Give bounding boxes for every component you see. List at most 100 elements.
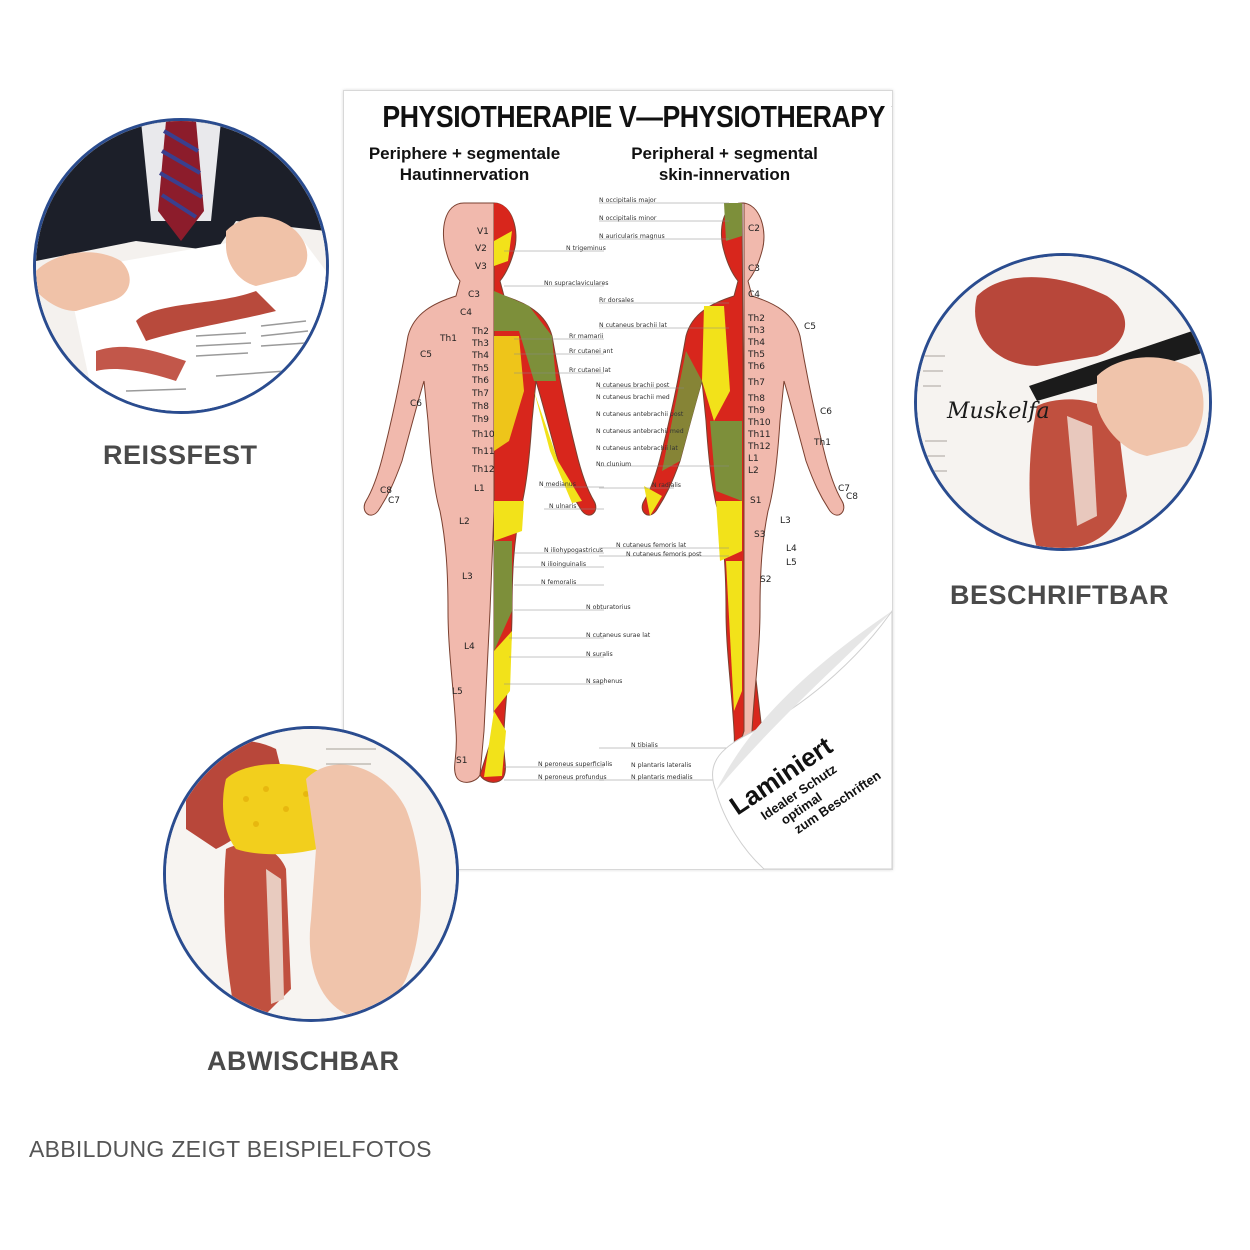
derm-label: C7: [388, 496, 400, 506]
wipe-photo-illustration: [166, 729, 456, 1019]
derm-label: V2: [475, 244, 487, 254]
nerve-label: N tibialis: [631, 742, 658, 749]
feature-label-reissfest: REISSFEST: [103, 440, 258, 470]
derm-label: C6: [410, 399, 422, 409]
nerve-label: N obturatorius: [586, 604, 631, 611]
derm-label: Th12: [471, 465, 495, 475]
nerve-label: N auricularis magnus: [599, 233, 665, 240]
derm-label: C8: [846, 492, 858, 502]
nerve-label: N cutaneus femoris lat: [616, 542, 687, 549]
derm-label: Th7: [747, 378, 765, 388]
derm-label: L3: [462, 572, 473, 582]
example-photos-caption: ABBILDUNG ZEIGT BEISPIELFOTOS: [29, 1136, 432, 1162]
nerve-label: Rr cutanei lat: [569, 367, 611, 374]
derm-label: Th12: [747, 442, 771, 452]
nerve-label: N cutaneus antebrachii post: [596, 411, 684, 418]
tear-resistant-photo: [33, 118, 329, 414]
nerve-label: Rr mamarii: [569, 333, 604, 340]
derm-label: Th4: [747, 338, 765, 348]
nerve-label: Rr cutanei ant: [569, 348, 613, 355]
nerve-label: N radialis: [652, 482, 681, 489]
derm-label: C3: [468, 290, 480, 300]
derm-label: C6: [820, 407, 832, 417]
derm-label: Th6: [747, 362, 765, 372]
wipeable-photo: [163, 726, 459, 1022]
derm-label: C2: [748, 224, 760, 234]
front-dermatome-labels: V1 V2 V3 C3 C4 Th2 Th3 Th4 Th5 Th6 Th7 T…: [380, 227, 495, 766]
derm-label: V1: [477, 227, 489, 237]
derm-label: Th6: [471, 376, 489, 386]
derm-label: Th7: [471, 389, 489, 399]
derm-label: C7: [838, 484, 850, 494]
nerve-label: N cutaneus brachii med: [596, 394, 670, 401]
derm-label: Th11: [747, 430, 771, 440]
back-body-figure: [641, 202, 845, 783]
derm-label: Th5: [471, 364, 489, 374]
nerve-label: N cutaneus antebrachii med: [596, 428, 684, 435]
derm-label: Th3: [471, 339, 489, 349]
nerve-label: Nn clunium: [596, 461, 631, 468]
derm-label: L5: [452, 687, 463, 697]
derm-label: S3: [754, 530, 765, 540]
nerve-label: N occipitalis major: [599, 197, 657, 204]
derm-label: C8: [380, 486, 392, 496]
derm-label: S1: [456, 756, 467, 766]
feature-label-abwischbar: ABWISCHBAR: [207, 1046, 400, 1076]
nerve-label: N occipitalis minor: [599, 215, 657, 222]
derm-label: L5: [786, 558, 797, 568]
feature-label-beschriftbar: BESCHRIFTBAR: [950, 580, 1169, 610]
nerve-label: N iliohypogastricus: [544, 547, 603, 554]
back-dermatome-labels: C2 C3 C4 C5 Th2 Th3 Th4 Th5 Th6 Th7 Th8 …: [747, 224, 858, 585]
derm-label: Th1: [439, 334, 457, 344]
nerve-label: N ulnaris: [549, 503, 576, 510]
derm-label: L3: [780, 516, 791, 526]
derm-label: Th2: [747, 314, 765, 324]
derm-label: Th5: [747, 350, 765, 360]
derm-label: Th3: [747, 326, 765, 336]
derm-label: C5: [420, 350, 432, 360]
nerve-label: N cutaneus brachii post: [596, 382, 670, 389]
poster-title: PHYSIOTHERAPIE V—PHYSIOTHERAPY V: [382, 99, 893, 134]
front-body-figure: [363, 202, 597, 783]
page-curl: [711, 610, 892, 869]
derm-label: L1: [748, 454, 759, 464]
nerve-labels-front: N trigeminus Nn supraclaviculares Rr mam…: [538, 245, 651, 781]
poster-subtitle-de: Periphere + segmentale Hautinnervation: [368, 144, 561, 184]
derm-label: L4: [786, 544, 797, 554]
nerve-label: Rr dorsales: [599, 297, 634, 304]
nerve-label: N medianus: [539, 481, 576, 488]
nerve-label: N cutaneus brachii lat: [599, 322, 667, 329]
poster-subtitle-en: Peripheral + segmental skin-innervation: [631, 144, 818, 184]
derm-label: Th4: [471, 351, 489, 361]
dermatome-figures: V1 V2 V3 C3 C4 Th2 Th3 Th4 Th5 Th6 Th7 T…: [363, 197, 892, 869]
derm-label: Th10: [747, 418, 771, 428]
derm-label: Th1: [813, 438, 831, 448]
derm-label: Th11: [471, 447, 495, 457]
nerve-label: N plantaris lateralis: [631, 762, 691, 769]
handwriting-text: Muskelfa: [946, 399, 1050, 424]
anatomy-poster: PHYSIOTHERAPIE V—PHYSIOTHERAPY V Periphe…: [343, 90, 893, 870]
nerve-label: N suralis: [586, 651, 613, 658]
derm-label: Th9: [471, 415, 489, 425]
derm-label: Th10: [471, 430, 495, 440]
writable-photo: Muskelfa: [914, 253, 1212, 551]
nerve-label: N saphenus: [586, 678, 622, 685]
nerve-label: Nn supraclaviculares: [544, 280, 609, 287]
derm-label: S2: [760, 575, 771, 585]
derm-label: C4: [460, 308, 472, 318]
derm-label: Th9: [747, 406, 765, 416]
nerve-label: N peroneus profundus: [538, 774, 607, 781]
nerve-label: N plantaris medialis: [631, 774, 693, 781]
derm-label: Th2: [471, 327, 489, 337]
nerve-label: N peroneus superficialis: [538, 761, 612, 768]
nerve-labels-back: N occipitalis major N occipitalis minor …: [596, 197, 702, 781]
nerve-label: N ilioinguinalis: [541, 561, 586, 568]
nerve-label: N femoralis: [541, 579, 576, 586]
write-photo-illustration: Muskelfa: [917, 256, 1209, 548]
derm-label: C3: [748, 264, 760, 274]
derm-label: C4: [748, 290, 760, 300]
derm-label: Th8: [747, 394, 765, 404]
derm-label: L2: [748, 466, 759, 476]
nerve-label: N cutaneus femoris post: [626, 551, 702, 558]
leader-lines: [504, 202, 729, 781]
